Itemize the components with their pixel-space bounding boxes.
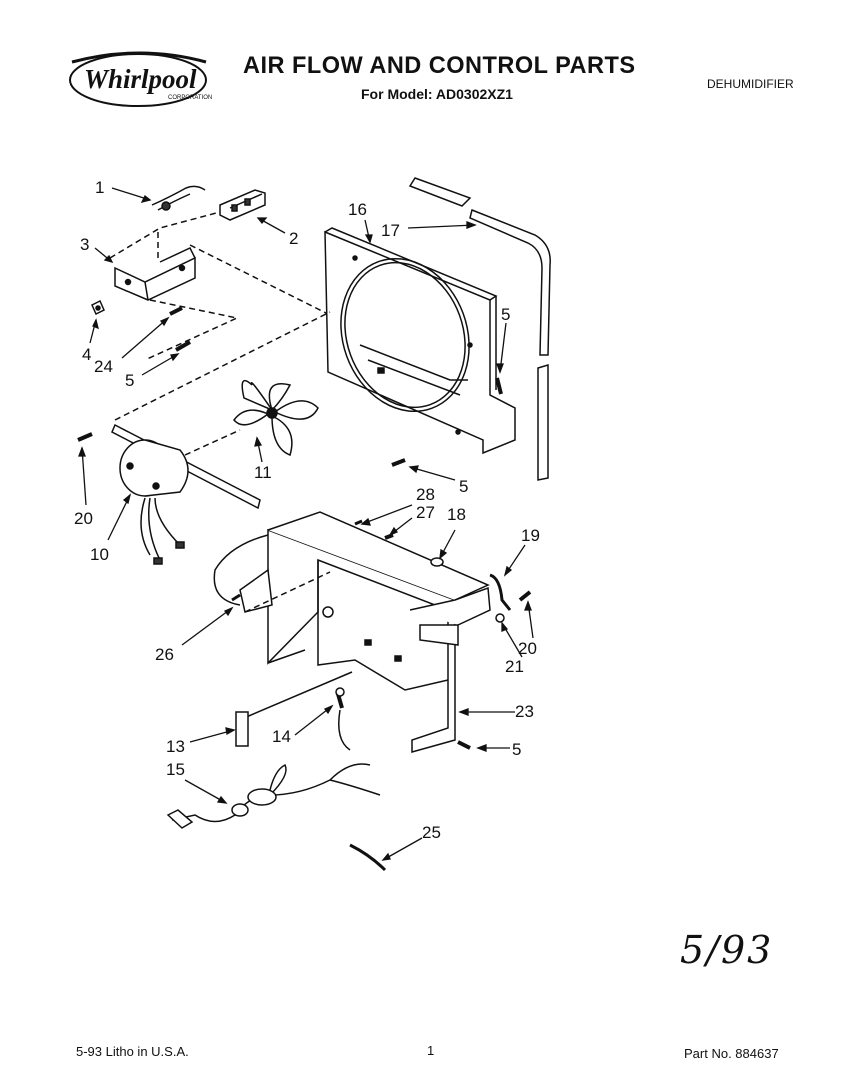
callout-5-shroud: 5 [501, 305, 510, 324]
whirlpool-logo: Whirlpool CORPORATION [69, 51, 212, 107]
callout-14: 14 [272, 727, 291, 746]
callout-1: 1 [95, 178, 104, 197]
callout-23: 23 [515, 702, 534, 721]
callout-leaders [78, 187, 534, 861]
callout-15: 15 [166, 760, 185, 779]
footer-litho: 5-93 Litho in U.S.A. [76, 1044, 189, 1059]
fan-shroud [324, 177, 551, 481]
lower-parts [166, 687, 387, 872]
callout-10: 10 [90, 545, 109, 564]
footer-page-number: 1 [427, 1043, 435, 1058]
footer-part-number: Part No. 884637 [684, 1046, 779, 1061]
callout-24: 24 [94, 357, 113, 376]
logo-brand-text: Whirlpool [84, 64, 197, 94]
control-housing [213, 511, 532, 753]
callout-16: 16 [348, 200, 367, 219]
product-category: DEHUMIDIFIER [707, 77, 794, 91]
callout-2: 2 [289, 229, 298, 248]
callout-26: 26 [155, 645, 174, 664]
callout-18: 18 [447, 505, 466, 524]
callout-27: 27 [416, 503, 435, 522]
callout-17: 17 [381, 221, 400, 240]
callout-20-left: 20 [74, 509, 93, 528]
logo-sub-text: CORPORATION [168, 95, 212, 101]
callout-25: 25 [422, 823, 441, 842]
callout-20-right: 20 [518, 639, 537, 658]
model-number: For Model: AD0302XZ1 [361, 86, 513, 102]
callout-5-housing: 5 [512, 740, 521, 759]
handwritten-date: 5/93 [680, 928, 774, 972]
fan-motor-assembly [77, 311, 331, 565]
callout-21: 21 [505, 657, 524, 676]
callout-28: 28 [416, 485, 435, 504]
control-bracket-assembly [91, 185, 331, 361]
callout-5-shroud-bottom: 5 [459, 477, 468, 496]
page-title: AIR FLOW AND CONTROL PARTS [243, 52, 636, 79]
callout-numbers: 1 2 3 4 24 5 16 17 5 5 11 20 10 28 27 18… [74, 178, 540, 842]
callout-3: 3 [80, 235, 89, 254]
callout-4: 4 [82, 345, 91, 364]
callout-11: 11 [254, 463, 272, 482]
callout-19: 19 [521, 526, 540, 545]
callout-5-left: 5 [125, 371, 134, 390]
callout-13: 13 [166, 737, 185, 756]
